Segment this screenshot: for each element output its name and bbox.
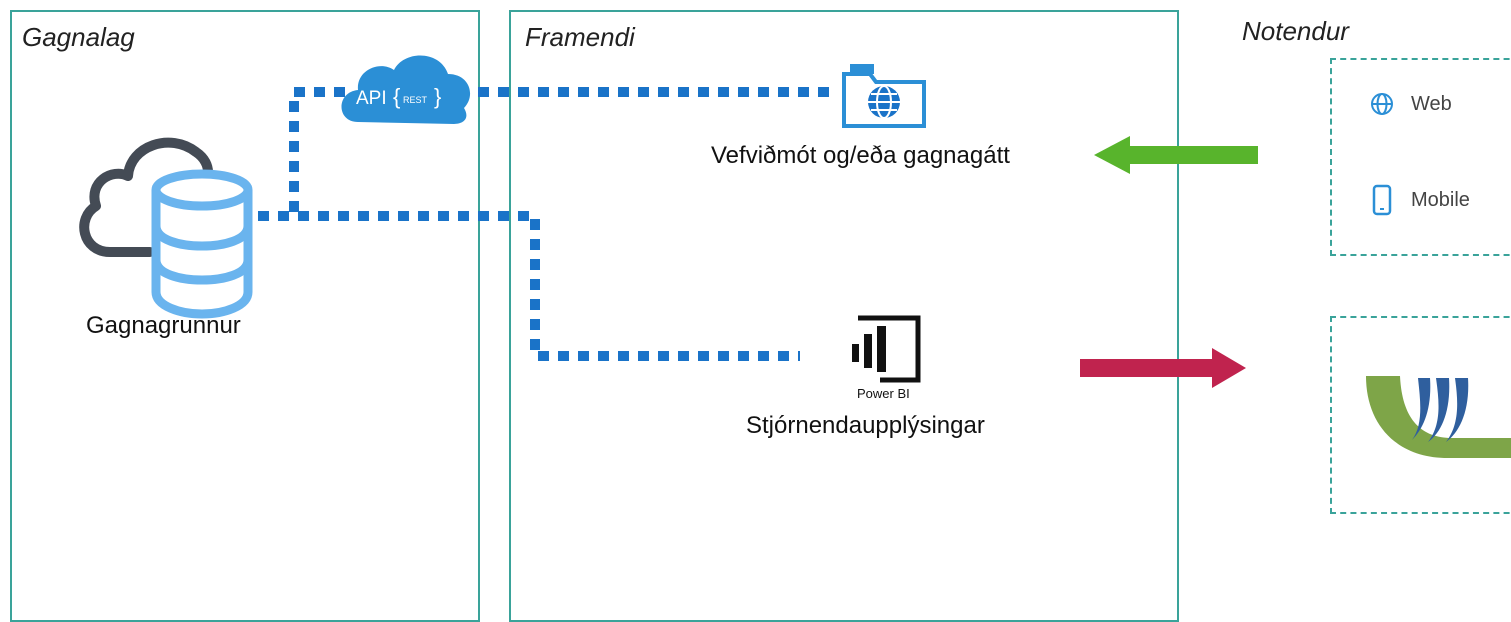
mobile-phone-icon xyxy=(1372,184,1392,216)
api-cloud-icon xyxy=(341,55,471,124)
user-type-web: Web xyxy=(1411,93,1452,115)
web-portal-folder-icon xyxy=(842,64,926,128)
red-arrow xyxy=(1080,348,1246,388)
api-label: API xyxy=(356,88,387,109)
users-box xyxy=(1330,58,1511,256)
database-icon xyxy=(151,169,253,319)
powerbi-icon xyxy=(852,315,921,383)
api-rest-brace-close: } xyxy=(434,84,442,109)
connector-db-to-powerbi xyxy=(258,211,800,361)
api-rest-label: REST xyxy=(403,95,428,105)
api-rest-brace-open: { xyxy=(393,84,401,109)
partner-box xyxy=(1330,316,1511,514)
frontend-title: Framendi xyxy=(525,22,635,52)
database-label: Gagnagrunnur xyxy=(86,312,241,339)
globe-icon xyxy=(1371,93,1393,115)
user-type-mobile: Mobile xyxy=(1411,189,1470,211)
cloud-outline-icon xyxy=(79,137,213,257)
data-layer-title: Gagnalag xyxy=(22,22,135,52)
web-portal-label: Vefviðmót og/eða gagnagátt xyxy=(711,142,1010,169)
users-title: Notendur xyxy=(1242,16,1349,46)
powerbi-brand-label: Power BI xyxy=(857,386,910,401)
green-arrow xyxy=(1094,136,1258,174)
management-info-label: Stjórnendaupplýsingar xyxy=(746,412,985,439)
connector-db-to-api xyxy=(258,87,348,221)
partner-logo xyxy=(1366,376,1511,458)
